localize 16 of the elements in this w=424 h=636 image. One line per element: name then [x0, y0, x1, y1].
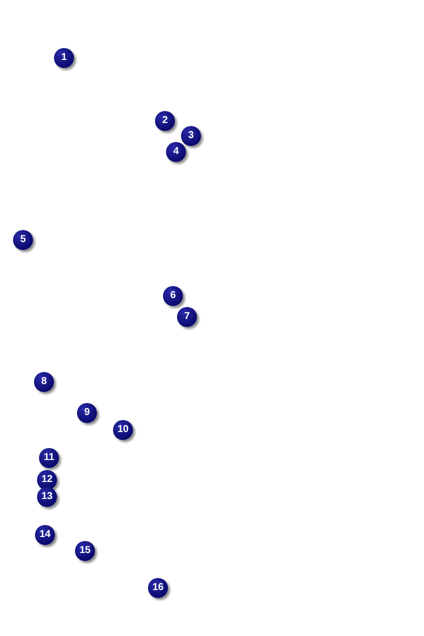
callout-number: 16	[148, 578, 168, 598]
callout-number: 13	[37, 487, 57, 507]
callout-number: 5	[13, 230, 33, 250]
callout-number: 15	[75, 541, 95, 561]
callout-number: 3	[181, 126, 201, 146]
callout-number: 10	[113, 420, 133, 440]
callout-number: 12	[37, 470, 57, 490]
callout-number: 7	[177, 307, 197, 327]
callout-number: 14	[35, 525, 55, 545]
callout-number: 2	[155, 111, 175, 131]
callout-number: 4	[166, 142, 186, 162]
callout-number: 11	[39, 448, 59, 468]
callout-number: 8	[34, 372, 54, 392]
callout-number: 6	[163, 286, 183, 306]
callout-number: 1	[54, 48, 74, 68]
callout-number: 9	[77, 403, 97, 423]
